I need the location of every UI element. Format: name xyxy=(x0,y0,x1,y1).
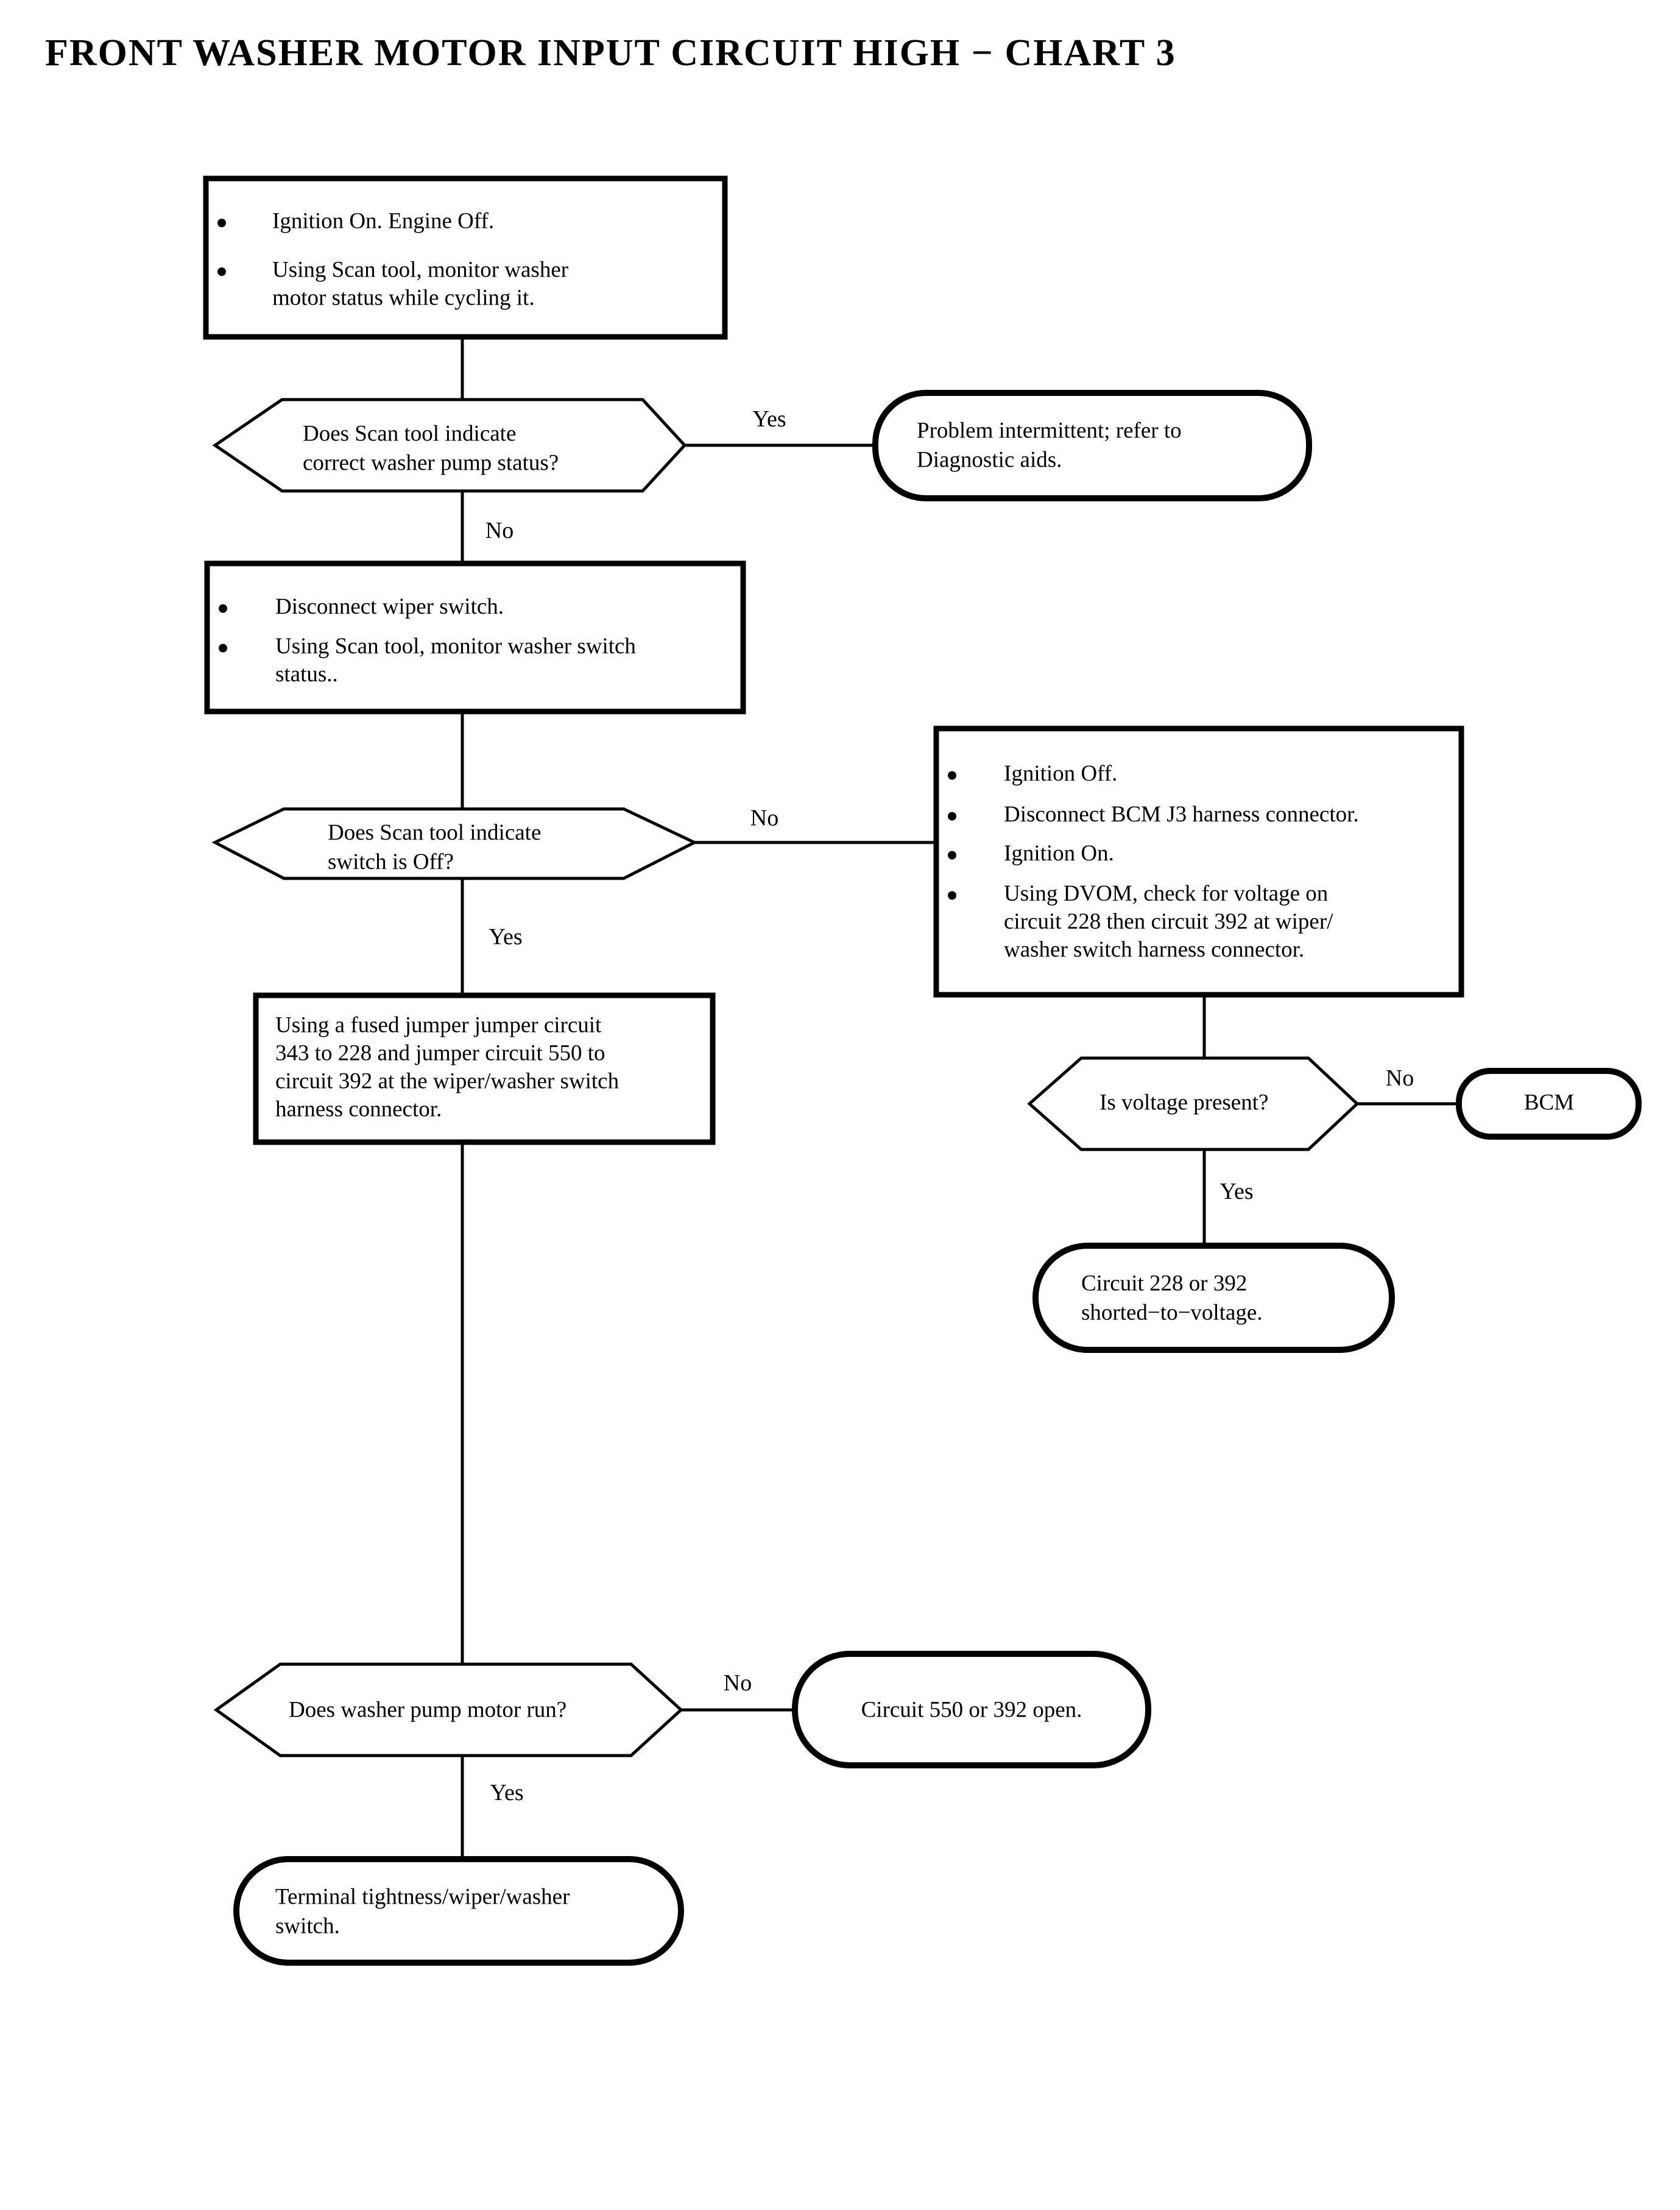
p3-line-5: washer switch harness connector. xyxy=(1004,937,1304,962)
decision-hexagon-d2[interactable] xyxy=(211,807,698,880)
decision-hexagon-d1[interactable] xyxy=(212,398,687,493)
edge-label-d3-yes: Yes xyxy=(1219,1179,1253,1204)
node-terminal-bcm[interactable]: BCM xyxy=(1456,1068,1642,1140)
d3-line-0: Is voltage present? xyxy=(1099,1090,1268,1115)
t5-line-1: switch. xyxy=(275,1913,340,1938)
edge-label-d1-no: No xyxy=(485,518,514,543)
d4-line-0: Does washer pump motor run? xyxy=(289,1697,566,1722)
d1-line-1: correct washer pump status? xyxy=(303,450,559,475)
t4-line-0: Circuit 550 or 392 open. xyxy=(861,1697,1082,1722)
bullet-icon xyxy=(948,851,956,860)
t2-line-0: BCM xyxy=(1524,1090,1574,1115)
terminal-box-t3[interactable] xyxy=(1032,1243,1395,1353)
connector-group xyxy=(461,337,1459,1859)
p1-line-0: Ignition On. Engine Off. xyxy=(272,208,494,233)
node-decision-is-voltage-present[interactable]: Is voltage present? xyxy=(1027,1056,1360,1151)
decision-hexagon-d3[interactable] xyxy=(1027,1056,1360,1151)
p4-line-1: 343 to 228 and jumper circuit 550 to xyxy=(275,1040,605,1065)
terminal-box-t1[interactable] xyxy=(872,390,1312,501)
p3-line-2: Ignition On. xyxy=(1004,841,1114,866)
node-terminal-terminal-tightness[interactable]: Terminal tightness/wiper/washer switch. xyxy=(233,1856,684,1966)
bullet-icon xyxy=(219,604,227,613)
edge-label-d3-no: No xyxy=(1386,1065,1414,1091)
p1-line-2: motor status while cycling it. xyxy=(272,285,535,310)
p2-line-2: status.. xyxy=(275,662,338,687)
node-process-disconnect-wiper-switch[interactable]: Disconnect wiper switch. Using Scan tool… xyxy=(204,560,746,715)
bullet-icon xyxy=(217,267,226,276)
edge-label-d1-yes: Yes xyxy=(752,406,786,432)
bullet-icon xyxy=(217,219,226,227)
p3-line-4: circuit 228 then circuit 392 at wiper/ xyxy=(1004,909,1333,934)
page-title: FRONT WASHER MOTOR INPUT CIRCUIT HIGH − … xyxy=(45,32,1176,74)
bullet-icon xyxy=(948,812,956,821)
decision-hexagon-d4[interactable] xyxy=(213,1662,683,1757)
d2-line-0: Does Scan tool indicate xyxy=(328,820,541,845)
t3-line-1: shorted−to−voltage. xyxy=(1081,1300,1263,1325)
p3-line-0: Ignition Off. xyxy=(1004,761,1117,786)
bullet-icon xyxy=(948,891,956,900)
p3-line-1: Disconnect BCM J3 harness connector. xyxy=(1004,802,1359,827)
terminal-box-t4[interactable] xyxy=(792,1651,1151,1768)
edge-label-d4-yes: Yes xyxy=(490,1780,523,1806)
node-decision-scan-pump-status[interactable]: Does Scan tool indicate correct washer p… xyxy=(212,398,687,493)
process-box-p1[interactable] xyxy=(203,175,728,340)
p1-line-1: Using Scan tool, monitor washer xyxy=(272,257,568,282)
p4-line-2: circuit 392 at the wiper/washer switch xyxy=(275,1068,619,1093)
node-process-ignition-on[interactable]: Ignition On. Engine Off. Using Scan tool… xyxy=(203,175,728,340)
p2-line-0: Disconnect wiper switch. xyxy=(275,594,504,619)
node-terminal-problem-intermittent[interactable]: Problem intermittent; refer to Diagnosti… xyxy=(872,390,1312,501)
p4-line-3: harness connector. xyxy=(275,1096,442,1121)
d2-line-1: switch is Off? xyxy=(328,849,454,874)
edge-label-d2-no: No xyxy=(750,805,778,831)
terminal-box-t2[interactable] xyxy=(1456,1068,1642,1140)
node-process-dvom-voltage-check[interactable]: Ignition Off. Disconnect BCM J3 harness … xyxy=(933,725,1464,998)
p2-line-1: Using Scan tool, monitor washer switch xyxy=(275,634,636,658)
d1-line-0: Does Scan tool indicate xyxy=(303,421,516,446)
p4-line-0: Using a fused jumper jumper circuit xyxy=(275,1012,602,1037)
process-box-p2[interactable] xyxy=(204,560,746,715)
node-terminal-shorted-to-voltage[interactable]: Circuit 228 or 392 shorted−to−voltage. xyxy=(1032,1243,1395,1353)
edge-label-d4-no: No xyxy=(724,1670,752,1696)
t1-line-0: Problem intermittent; refer to xyxy=(917,418,1182,443)
process-box-p4[interactable] xyxy=(253,992,716,1145)
p3-line-3: Using DVOM, check for voltage on xyxy=(1004,881,1328,906)
node-decision-switch-is-off[interactable]: Does Scan tool indicate switch is Off? xyxy=(211,807,698,880)
bullet-icon xyxy=(219,644,227,652)
bullet-icon xyxy=(948,771,956,780)
edge-label-d2-yes: Yes xyxy=(489,924,522,950)
t3-line-0: Circuit 228 or 392 xyxy=(1081,1271,1247,1296)
terminal-box-t5[interactable] xyxy=(233,1856,684,1966)
t5-line-0: Terminal tightness/wiper/washer xyxy=(275,1884,570,1909)
node-decision-washer-pump-motor-run[interactable]: Does washer pump motor run? xyxy=(213,1662,683,1757)
t1-line-1: Diagnostic aids. xyxy=(917,447,1062,472)
node-terminal-circuit-open[interactable]: Circuit 550 or 392 open. xyxy=(792,1651,1151,1768)
process-box-p3[interactable] xyxy=(933,725,1464,998)
node-process-fused-jumper[interactable]: Using a fused jumper jumper circuit 343 … xyxy=(253,992,716,1145)
